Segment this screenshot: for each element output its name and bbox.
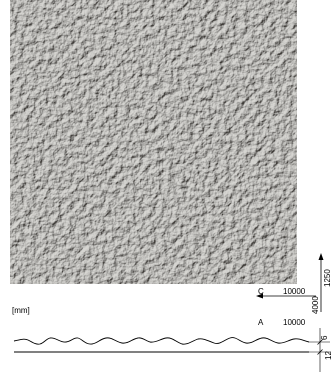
thickness-top-label: 6: [320, 335, 329, 340]
stone-texture-relief: [10, 0, 297, 284]
height-dimension-arrow: [318, 253, 324, 260]
axis-a-value: 10000: [283, 318, 306, 327]
height-tile-label: 1250: [323, 269, 332, 287]
axis-c-arrow: [256, 293, 263, 299]
unit-label: [mm]: [12, 306, 30, 315]
surface-profile-line: [13, 337, 310, 345]
stone-texture-image: [10, 0, 297, 284]
thickness-bottom-label: 12: [324, 351, 333, 360]
thickness-tick-top: [317, 339, 323, 345]
thickness-tick-bottom: [317, 349, 323, 355]
axis-a-label: A: [258, 318, 264, 327]
height-total-label: 4000: [311, 296, 320, 314]
axis-c-value: 10000: [283, 287, 306, 296]
axis-c-label: C: [258, 287, 264, 296]
